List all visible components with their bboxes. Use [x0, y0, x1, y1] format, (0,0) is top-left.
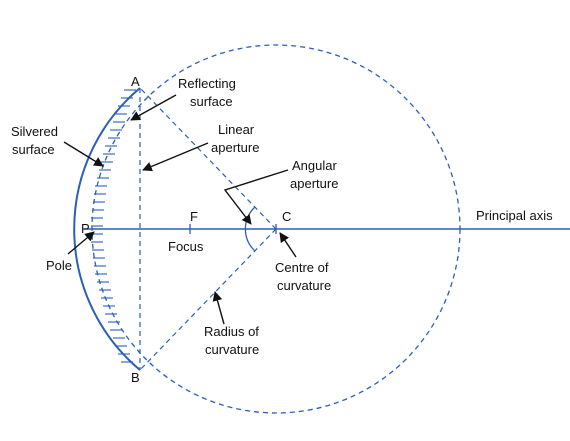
pole-label: Pole	[46, 258, 72, 273]
point-p-label: P	[81, 221, 90, 236]
focus-label: Focus	[168, 239, 204, 254]
mirror-surface	[73, 87, 141, 371]
arrow-pole	[67, 231, 95, 255]
point-c-label: C	[282, 209, 291, 224]
arrow-silvered	[63, 141, 104, 167]
centre-label-1: Centre of	[275, 260, 329, 275]
reflecting-surface-label-1: Reflecting	[178, 76, 236, 91]
silvered-surface-label-1: Silvered	[11, 124, 58, 139]
radius-label-1: Radius of	[204, 324, 259, 339]
point-b-label: B	[131, 370, 140, 385]
radius-ca	[139, 87, 277, 230]
pointer-arrows	[63, 94, 297, 325]
linear-aperture-label-2: aperture	[211, 140, 259, 155]
silvered-surface-label-2: surface	[12, 142, 55, 157]
angular-aperture-arc	[244, 206, 256, 252]
radius-label-2: curvature	[205, 342, 259, 357]
arrow-centre	[279, 232, 297, 258]
angular-aperture-label-1: Angular	[292, 158, 337, 173]
linear-aperture-label-1: Linear	[218, 122, 255, 137]
arrow-radius	[212, 291, 225, 325]
point-a-label: A	[131, 74, 140, 89]
centre-label-2: curvature	[277, 278, 331, 293]
principal-axis-label: Principal axis	[476, 208, 553, 223]
arrow-linear-aperture	[142, 142, 209, 172]
point-f-label: F	[190, 209, 198, 224]
radius-cb	[139, 228, 277, 371]
reflecting-surface-label-2: surface	[190, 94, 233, 109]
angular-aperture-label-2: aperture	[290, 176, 338, 191]
arrow-reflecting	[130, 94, 177, 121]
silvering-hatch	[91, 89, 136, 363]
arrow-angular-aperture	[223, 169, 289, 225]
